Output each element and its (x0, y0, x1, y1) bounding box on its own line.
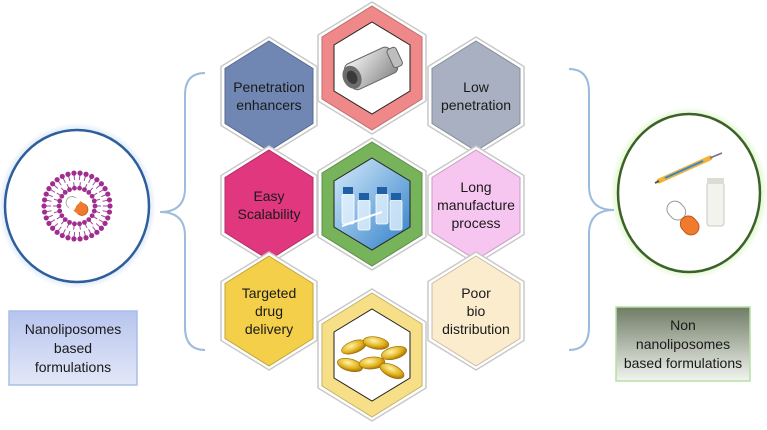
right-hexagon-label-1: Low penetration (440, 79, 512, 113)
syringe-icon (654, 152, 723, 184)
right-formulation-circle (610, 107, 767, 279)
left-hexagon-label-2: Easy Scalability (237, 188, 301, 222)
right-hexagon-label-2: Long manufacture process (437, 179, 515, 231)
right-formulation-label: Non nanoliposomes based formulations (623, 316, 743, 371)
left-hexagon-3 (220, 251, 318, 371)
right-hexagon-1 (427, 36, 525, 156)
right-hexagon-3 (427, 251, 525, 371)
right-hexagon-label-3: Poor bio distribution (442, 285, 510, 337)
right-hexagon-2 (427, 145, 525, 265)
vials-image (333, 157, 411, 251)
center-hexagon-3 (317, 288, 427, 422)
left-hexagon-2 (220, 145, 318, 265)
capsule-icon (666, 200, 700, 236)
left-hexagon-label-1: Penetration enhancers (233, 79, 305, 113)
cream-tube-icon (706, 178, 725, 227)
center-hexagon-1 (317, 1, 427, 135)
center-hexagon-2 (317, 137, 427, 271)
left-bracket (159, 72, 206, 351)
left-hexagon-label-3: Targeted drug delivery (241, 285, 297, 337)
nanoliposome-capsule-icon (41, 170, 113, 242)
right-label-box (615, 306, 751, 382)
left-label-box (8, 310, 138, 386)
softgel-capsules-image (333, 308, 411, 402)
left-formulation-label: Nanoliposomes based formulations (24, 320, 122, 375)
left-hexagon-1 (220, 36, 318, 156)
left-formulation-circle (0, 123, 156, 289)
right-bracket (568, 68, 615, 351)
inhaler-image (333, 21, 411, 115)
